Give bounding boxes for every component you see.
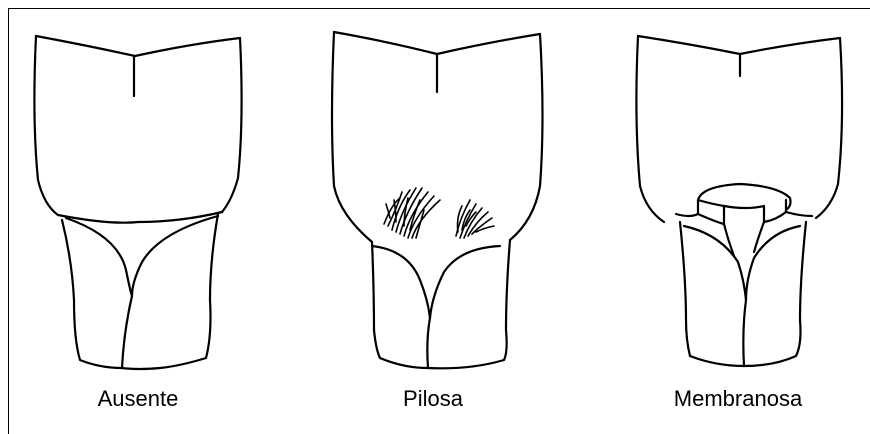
ligule-absent-icon bbox=[34, 36, 241, 369]
ligule-membranous-icon bbox=[636, 36, 842, 366]
ligule-hairy-icon bbox=[332, 32, 543, 368]
panel-label-ausente: Ausente bbox=[28, 386, 248, 412]
panel-label-membranosa: Membranosa bbox=[628, 386, 848, 412]
panel-label-pilosa: Pilosa bbox=[323, 386, 543, 412]
